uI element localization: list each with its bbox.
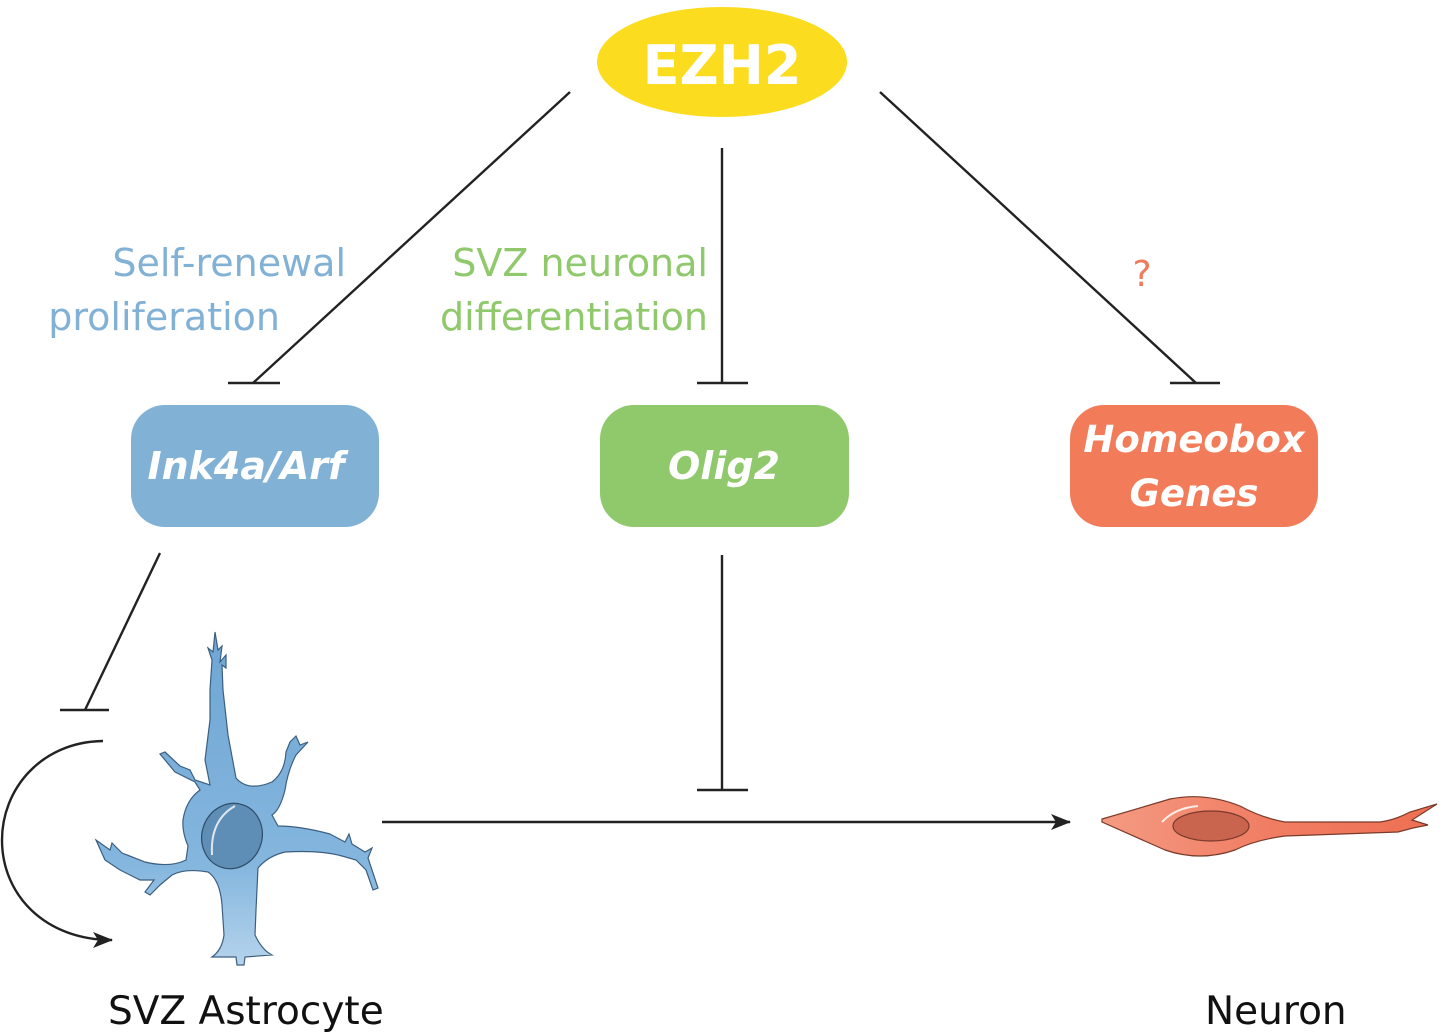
astrocyte-cell-icon bbox=[94, 631, 379, 966]
neuron-cell-icon bbox=[1101, 796, 1438, 857]
ezh2-to-homeobox-inhibition bbox=[879, 91, 1220, 385]
homeobox-genes-node: Homeobox Genes bbox=[1070, 405, 1318, 527]
ezh2-ellipse bbox=[597, 7, 847, 117]
homeobox-genes-box bbox=[1070, 405, 1318, 527]
annotation-line-2: differentiation bbox=[440, 295, 708, 339]
neuron-body bbox=[1101, 796, 1438, 857]
ink4a-arf-box bbox=[131, 405, 379, 527]
edge-line bbox=[252, 91, 571, 384]
neuron-nucleus bbox=[1172, 810, 1250, 842]
annotation-line-1: SVZ neuronal bbox=[452, 241, 708, 285]
olig2-node: Olig2 bbox=[600, 405, 849, 527]
self-renewal-curve bbox=[0, 739, 113, 948]
astrocyte-label: SVZ Astrocyte bbox=[108, 989, 384, 1034]
ezh2-node: EZH2 bbox=[597, 7, 847, 117]
astrocyte-nucleus bbox=[201, 802, 263, 870]
ink4a-arf-label: Ink4a/Arf bbox=[147, 444, 349, 488]
annotation-neuronal-differentiation: SVZ neuronal differentiation bbox=[440, 241, 708, 339]
olig2-to-differentiation-inhibition bbox=[697, 555, 748, 792]
homeobox-label-line-1: Homeobox bbox=[1083, 418, 1305, 461]
edge-line bbox=[83, 552, 162, 711]
astrocyte-highlight bbox=[210, 805, 236, 856]
neuron-highlight bbox=[1161, 805, 1199, 823]
homeobox-label-line-2: Genes bbox=[1130, 472, 1259, 515]
annotation-line-1: Self-renewal bbox=[112, 241, 346, 285]
ezh2-to-olig2-inhibition bbox=[697, 148, 748, 385]
astrocyte-body bbox=[94, 631, 379, 966]
olig2-label: Olig2 bbox=[668, 444, 780, 488]
neuron-label: Neuron bbox=[1205, 989, 1347, 1034]
ezh2-label: EZH2 bbox=[643, 34, 802, 97]
question-mark: ? bbox=[1132, 254, 1151, 295]
self-renewal-loop-arrow bbox=[0, 739, 113, 948]
ink4a-to-self-renewal-inhibition bbox=[60, 552, 162, 712]
annotation-self-renewal: Self-renewal proliferation bbox=[48, 241, 346, 339]
ink4a-arf-node: Ink4a/Arf bbox=[131, 405, 379, 527]
olig2-box bbox=[600, 405, 849, 527]
ezh2-to-ink4a-inhibition bbox=[228, 91, 571, 385]
annotation-unknown: ? bbox=[1132, 254, 1151, 295]
annotation-line-2: proliferation bbox=[48, 295, 280, 339]
edge-line bbox=[879, 91, 1197, 384]
